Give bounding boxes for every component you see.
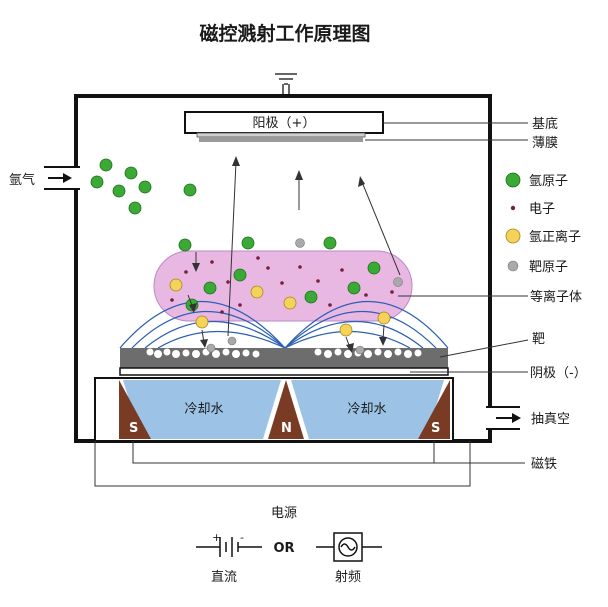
label-plasma: 等离子体 bbox=[530, 289, 582, 305]
power-label: 电源 bbox=[271, 506, 297, 521]
label-film: 薄膜 bbox=[532, 136, 558, 151]
label-substrate: 基底 bbox=[532, 116, 558, 132]
dc-source-icon bbox=[196, 537, 262, 557]
legend-argon-ion-label: 氩正离子 bbox=[529, 229, 581, 245]
thin-film bbox=[199, 137, 363, 142]
cooling-water-left bbox=[123, 380, 281, 439]
label-vacuum: 抽真空 bbox=[531, 412, 570, 427]
magnet-pole-right: S bbox=[431, 421, 440, 436]
target-erosion-left bbox=[146, 348, 260, 358]
anode-label: 阳极（+） bbox=[253, 116, 316, 131]
cooling-water-label-right: 冷却水 bbox=[347, 402, 386, 417]
cooling-water-right bbox=[291, 380, 444, 439]
dc-minus-sign: - bbox=[240, 531, 244, 544]
dc-plus-sign: + bbox=[212, 531, 221, 544]
magnet-left bbox=[119, 380, 151, 439]
diagram-title: 磁控溅射工作原理图 bbox=[199, 22, 370, 45]
arrowheads bbox=[189, 156, 387, 353]
rf-source-icon bbox=[316, 532, 382, 562]
magnetic-field-lines bbox=[119, 301, 449, 349]
or-label: OR bbox=[273, 541, 294, 556]
dc-label: 直流 bbox=[211, 570, 237, 585]
magnet-pole-left: S bbox=[129, 421, 138, 436]
target-erosion-right bbox=[314, 348, 422, 358]
right-leader-lines bbox=[365, 122, 529, 373]
magnet-pole-center: N bbox=[281, 421, 292, 436]
legend-target-atom-label: 靶原子 bbox=[529, 260, 568, 275]
magnet-leader bbox=[132, 441, 525, 464]
label-magnet: 磁铁 bbox=[531, 457, 557, 472]
legend-argon-atom-label: 氩原子 bbox=[529, 174, 568, 189]
legend-target-atom-icon bbox=[507, 260, 519, 272]
label-target: 靶 bbox=[532, 332, 545, 347]
substrate bbox=[196, 132, 366, 138]
legend-argon-ion-icon bbox=[505, 228, 521, 244]
argon-atoms-inlet bbox=[90, 158, 381, 312]
argon-ions bbox=[169, 278, 391, 337]
magnet-center bbox=[268, 380, 304, 439]
electrons bbox=[170, 256, 394, 314]
target-atoms bbox=[206, 238, 403, 355]
legend-argon-atom-icon bbox=[505, 172, 521, 188]
argon-inlet-label: 氩气 bbox=[9, 172, 35, 188]
legend: 氩原子 电子 氩正离子 靶原子 bbox=[505, 172, 581, 275]
rf-label: 射频 bbox=[335, 569, 361, 585]
legend-electron-icon bbox=[510, 205, 516, 211]
cathode-plate bbox=[119, 367, 449, 376]
vacuum-outlet-arrow bbox=[496, 413, 521, 423]
argon-inlet-arrow bbox=[48, 173, 72, 183]
cooling-water-label-left: 冷却水 bbox=[184, 402, 223, 417]
magnet-right bbox=[418, 380, 450, 439]
label-cathode: 阴极（-） bbox=[530, 366, 587, 381]
power-wiring bbox=[94, 441, 471, 487]
legend-electron-label: 电子 bbox=[529, 202, 555, 217]
